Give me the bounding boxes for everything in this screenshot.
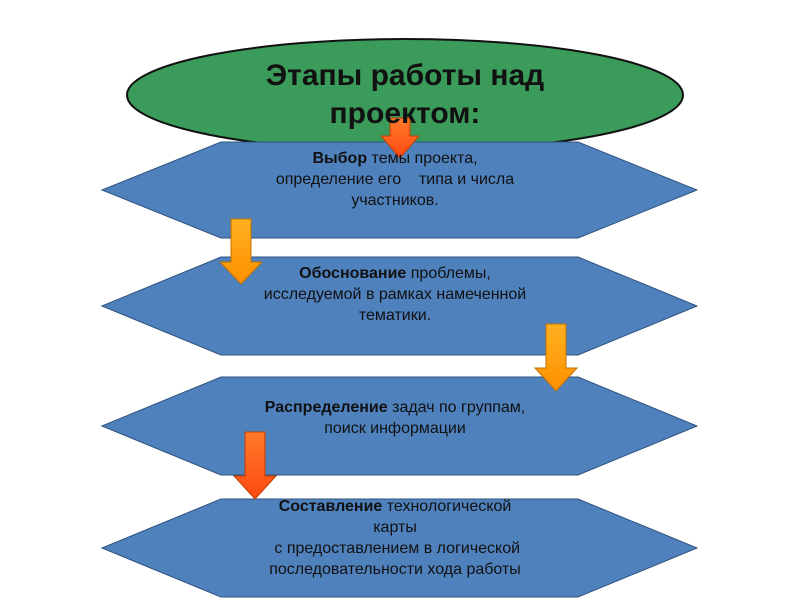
step-2-text: Обоснование проблемы, исследуемой в рамк… bbox=[200, 263, 590, 326]
arrow-down-icon bbox=[379, 117, 421, 159]
step-1-hexagon bbox=[100, 141, 699, 239]
title-line-2: проектом: bbox=[329, 97, 481, 130]
step-3-line-2: поиск информации bbox=[324, 420, 466, 437]
arrow-down-icon bbox=[533, 323, 579, 392]
step-3-text: Распределение задач по группам, поиск ин… bbox=[200, 397, 590, 439]
step-1-keyword: Выбор bbox=[312, 150, 368, 167]
step-4-line-4: последовательности хода работы bbox=[269, 561, 521, 578]
step-3-line-1: задач по группам, bbox=[387, 399, 526, 416]
page-title: Этапы работы над проектом: bbox=[160, 40, 650, 150]
step-1-line-3: участников. bbox=[351, 192, 439, 209]
step-2-line-2: исследуемой в рамках намеченной bbox=[263, 286, 527, 303]
step-1-text: Выбор темы проекта, определение его типа… bbox=[200, 148, 590, 211]
step-2-keyword: Обоснование bbox=[299, 265, 407, 282]
arrow-down-icon bbox=[218, 218, 264, 285]
step-2-line-1: проблемы, bbox=[406, 265, 491, 282]
step-4-hexagon bbox=[100, 498, 699, 598]
step-3-keyword: Распределение bbox=[264, 399, 388, 416]
step-1-line-2: определение его типа и числа bbox=[275, 171, 515, 188]
title-line-1: Этапы работы над bbox=[265, 59, 545, 92]
step-4-line-3: с предоставлением в логической bbox=[269, 540, 521, 557]
step-1-line-1: темы проекта, bbox=[367, 150, 478, 167]
step-4-text: Составление технологической карты с пред… bbox=[200, 496, 590, 580]
step-4-line-2: карты bbox=[373, 519, 417, 536]
step-2-line-3: тематики. bbox=[358, 307, 432, 324]
arrow-down-icon bbox=[232, 431, 278, 500]
step-4-line-1: технологической bbox=[382, 498, 512, 515]
step-4-keyword: Составление bbox=[278, 498, 383, 515]
